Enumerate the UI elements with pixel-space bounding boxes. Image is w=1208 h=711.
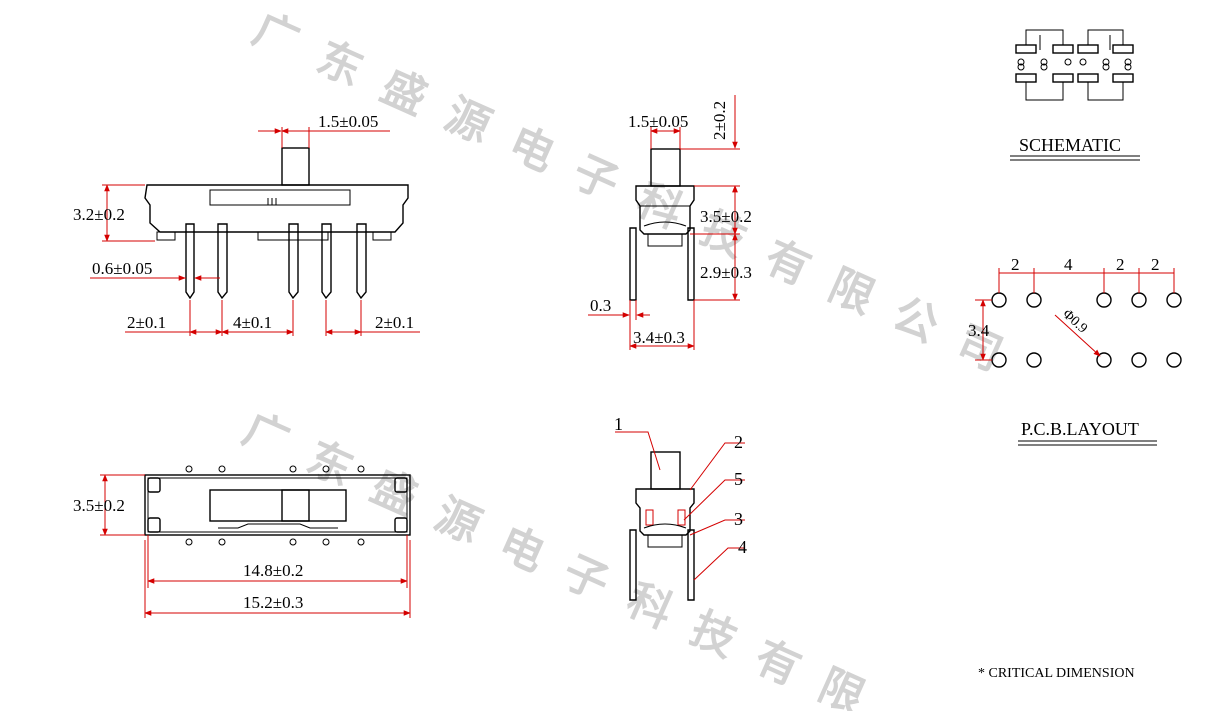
top-pin-dots — [185, 465, 365, 546]
top-view: 3.5±0.2 14.8±0.2 15.2±0.3 — [73, 465, 411, 618]
top-body — [144, 474, 411, 536]
front-actuator — [281, 147, 310, 186]
side-pin-span: 3.4±0.3 — [633, 328, 685, 347]
side-pin-right — [687, 227, 695, 301]
watermark-char: 源 — [437, 89, 498, 153]
schematic-title: SCHEMATIC — [1019, 135, 1121, 155]
top-body-length: 14.8±0.2 — [243, 561, 303, 580]
schematic-diagram — [1015, 29, 1134, 101]
top-actuator — [281, 489, 310, 522]
top-slot — [209, 489, 347, 522]
front-body — [144, 184, 409, 233]
callout-5: 5 — [734, 469, 743, 489]
watermark-char: 技 — [683, 603, 744, 667]
watermark-char: 广 — [246, 3, 307, 67]
parts-pin-left — [629, 529, 637, 601]
pcb-pitch-1: 2 — [1011, 255, 1020, 274]
parts-body — [635, 488, 695, 536]
pcb-hole — [1131, 292, 1147, 308]
pcb-hole — [1096, 352, 1112, 368]
side-actuator-height: 2±0.2 — [710, 101, 729, 140]
front-pitch-right: 2±0.1 — [375, 313, 414, 332]
front-pins — [185, 223, 367, 300]
watermark-char: 源 — [427, 489, 488, 553]
pcb-hole-dia: Φ0.9 — [1059, 307, 1090, 337]
pcb-hole — [1026, 292, 1042, 308]
side-actuator-width: 1.5±0.05 — [628, 112, 688, 131]
pcb-hole — [1166, 352, 1182, 368]
critical-dimension-note: * CRITICAL DIMENSION — [978, 666, 1135, 681]
watermark-char: 限 — [821, 260, 882, 324]
callout-3: 3 — [734, 509, 743, 529]
side-view: 1.5±0.05 2±0.2 3.5±0.2 2.9±0.3 0.3 3.4±0… — [588, 95, 752, 350]
pcb-hole — [1096, 292, 1112, 308]
pcb-hole — [1166, 292, 1182, 308]
pcb-pitch-3: 2 — [1116, 255, 1125, 274]
pcb-pitch-4: 2 — [1151, 255, 1160, 274]
watermark-char: 电 — [491, 517, 552, 581]
watermark-char: 电 — [501, 117, 562, 181]
top-body-height: 3.5±0.2 — [73, 496, 125, 515]
pcb-hole — [1131, 352, 1147, 368]
front-pitch-left: 2±0.1 — [127, 313, 166, 332]
callout-2: 2 — [734, 432, 743, 452]
watermark-char: 东 — [309, 32, 370, 96]
callout-1: 1 — [614, 414, 623, 434]
pcb-layout-title: P.C.B.LAYOUT — [1021, 419, 1139, 439]
watermark-char: 广 — [236, 403, 297, 467]
parts-view: 1 2 5 3 4 — [614, 414, 747, 601]
watermark-char: 公 — [885, 288, 946, 352]
watermark-char: 科 — [629, 174, 690, 238]
watermark-char: 盛 — [373, 60, 434, 124]
pcb-row-spacing: 3.4 — [968, 321, 990, 340]
watermark-char: 有 — [747, 631, 808, 695]
front-body-height: 3.2±0.2 — [73, 205, 125, 224]
front-actuator-width: 1.5±0.05 — [318, 112, 378, 131]
pcb-pitch-2: 4 — [1064, 255, 1073, 274]
front-pin-width: 0.6±0.05 — [92, 259, 152, 278]
front-pitch-mid: 4±0.1 — [233, 313, 272, 332]
top-overall-length: 15.2±0.3 — [243, 593, 303, 612]
front-view: 1.5±0.05 3.2±0.2 0.6±0.05 2±0.1 4±0.1 2±… — [73, 112, 420, 336]
watermark-char: 有 — [757, 231, 818, 295]
pcb-hole — [1026, 352, 1042, 368]
pcb-hole — [991, 292, 1007, 308]
parts-pin-right — [687, 529, 695, 601]
watermark-char: 限 — [811, 660, 872, 711]
parts-actuator — [650, 451, 681, 490]
watermark-row-2: 广 东 盛 源 电 子 科 技 有 限 — [236, 403, 872, 711]
watermark-char: 子 — [555, 546, 616, 610]
front-slot — [209, 189, 351, 206]
side-pin-thickness: 0.3 — [590, 296, 611, 315]
side-pin-length: 2.9±0.3 — [700, 263, 752, 282]
watermark-char: 科 — [619, 574, 680, 638]
side-pin-left — [629, 227, 637, 301]
watermark-row-1: 广 东 盛 源 电 子 科 技 有 限 公 司 — [246, 3, 1010, 381]
side-body — [635, 185, 695, 235]
callout-4: 4 — [738, 537, 747, 557]
watermark-char: 子 — [565, 146, 626, 210]
watermark-char: 盛 — [363, 460, 424, 524]
watermark-char: 东 — [299, 432, 360, 496]
side-body-height: 3.5±0.2 — [700, 207, 752, 226]
